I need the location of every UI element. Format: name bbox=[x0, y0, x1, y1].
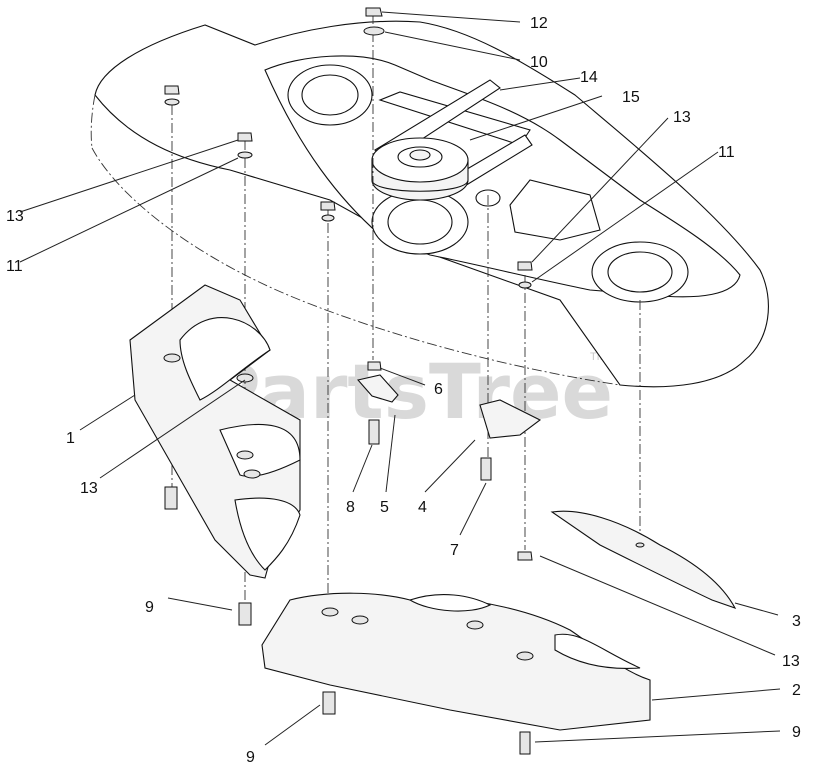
callout-8: 8 bbox=[346, 499, 355, 516]
callout-5: 5 bbox=[380, 499, 389, 516]
callout-9-left: 9 bbox=[145, 599, 154, 616]
callout-9-bottom-right: 9 bbox=[792, 724, 801, 741]
callout-10: 10 bbox=[530, 54, 548, 71]
callout-4: 4 bbox=[418, 499, 427, 516]
baffle-left bbox=[129, 284, 301, 579]
callout-15: 15 bbox=[622, 89, 640, 106]
callout-11-top-right: 11 bbox=[718, 144, 735, 161]
callout-3: 3 bbox=[792, 613, 801, 630]
hardware bbox=[164, 7, 533, 755]
nut-12 bbox=[365, 7, 383, 17]
callout-12: 12 bbox=[530, 15, 548, 32]
callout-2: 2 bbox=[792, 682, 801, 699]
callout-13-lower-right: 13 bbox=[782, 653, 800, 670]
blade bbox=[550, 510, 737, 609]
leader-lines bbox=[19, 11, 781, 746]
callout-1: 1 bbox=[66, 430, 75, 447]
callout-7: 7 bbox=[450, 542, 459, 559]
callout-6: 6 bbox=[434, 381, 443, 398]
callout-labels: 12 10 14 15 13 11 13 11 6 1 13 8 5 4 7 9… bbox=[6, 15, 801, 766]
callout-13-top-right: 13 bbox=[673, 109, 691, 126]
callout-13-left: 13 bbox=[6, 208, 24, 225]
mower-deck bbox=[90, 20, 769, 388]
callout-14: 14 bbox=[580, 69, 598, 86]
pulley bbox=[371, 137, 469, 201]
washer-10 bbox=[363, 26, 385, 36]
callout-9-bottom-left: 9 bbox=[246, 749, 255, 766]
callout-11-left: 11 bbox=[6, 258, 23, 275]
baffle-front bbox=[261, 592, 651, 731]
small-baffles bbox=[356, 374, 542, 439]
callout-13-mid-left: 13 bbox=[80, 480, 98, 497]
